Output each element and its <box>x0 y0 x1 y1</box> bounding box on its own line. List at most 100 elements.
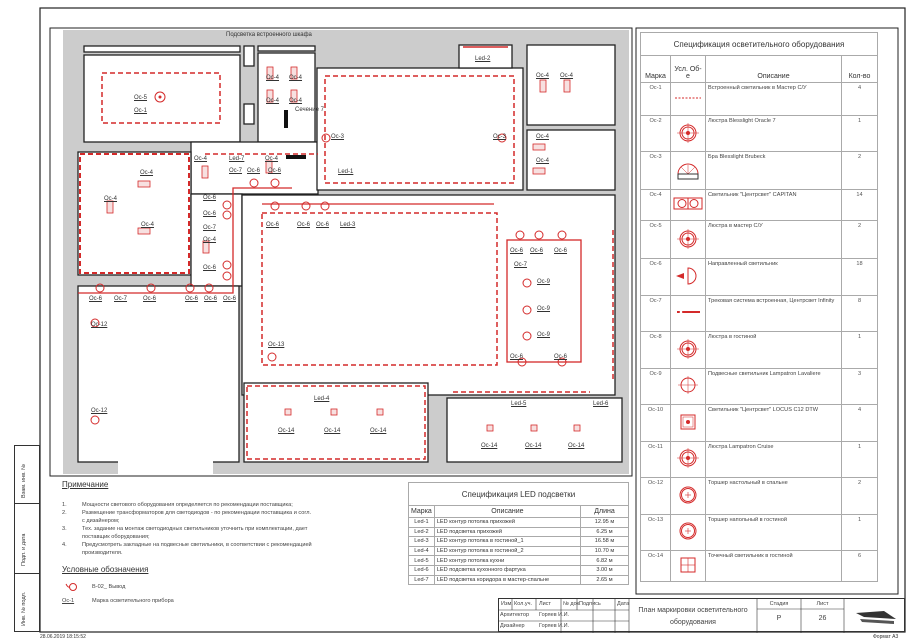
spec-qty: 1 <box>841 331 878 369</box>
pendant-light-icon <box>522 331 532 341</box>
note-text: Мощности светового оборудования определя… <box>82 502 293 508</box>
spec-mark: Ос-11 <box>640 440 671 478</box>
spec-symbol <box>670 258 706 296</box>
led-desc: LED подсветка прихожей <box>433 526 582 538</box>
tb-stage: Р <box>776 615 782 622</box>
wall-sconce-icon <box>677 163 699 179</box>
point-light-icon <box>573 424 581 432</box>
company-logo <box>856 611 896 624</box>
fixture-mark-label: Ос-4 <box>289 98 303 104</box>
spec-row: Ос-13 Торшер напольный в гостиной 1 <box>640 513 878 551</box>
spec-mark: Ос-13 <box>640 513 671 551</box>
panel-light-icon <box>201 165 209 179</box>
spec-symbol <box>670 550 706 582</box>
led-mark-label: Led-5 <box>511 401 527 407</box>
tb-sheet: 26 <box>818 615 827 622</box>
point-light-icon <box>376 408 384 416</box>
spec-symbol <box>670 82 706 116</box>
fixture-mark-label: Ос-5 <box>134 95 148 101</box>
fixture-mark-label: Ос-6 <box>185 296 199 302</box>
tb-name-designer: Горяев И.И. <box>539 623 570 629</box>
led-length: 12.95 м <box>580 517 629 528</box>
spot-light-icon <box>557 357 567 367</box>
outlet-icon <box>65 583 77 591</box>
spec-desc: Торшер напольный в гостиной <box>705 513 842 551</box>
spec-desc: Встроенный светильник в Мастер С/У <box>705 82 842 116</box>
notes-title: Примечание <box>62 480 109 489</box>
led-row: Led-4 LED контур потолка в гостиной_2 10… <box>408 545 629 557</box>
panel-light-icon <box>290 66 298 80</box>
spec-desc: Люстра в гостиной <box>705 331 842 369</box>
spec-symbol <box>670 331 706 369</box>
spec-symbol <box>670 404 706 442</box>
spot-light-icon <box>557 230 567 240</box>
led-mark-label: Led-4 <box>314 396 330 402</box>
led-bedroom2 <box>79 153 190 274</box>
spec-qty: 4 <box>841 82 878 116</box>
point-light-icon <box>486 424 494 432</box>
led-title: Спецификация LED подсветки <box>408 482 629 506</box>
legend-mark-sample: Ос-1 <box>62 598 75 604</box>
fixture-mark-label: Ос-14 <box>568 443 585 449</box>
spec-mark: Ос-4 <box>640 189 671 221</box>
fixture-mark-label: Ос-4 <box>266 75 280 81</box>
fixture-mark-label: Ос-12 <box>91 322 108 328</box>
spec-row: Ос-7 Трековая система встроенная, Центрс… <box>640 294 878 332</box>
col-mark: Марка <box>408 505 435 518</box>
room-master-bedroom <box>83 54 241 143</box>
fixture-mark-label: Ос-4 <box>536 158 550 164</box>
track-icon <box>677 310 700 314</box>
fixture-mark-label: Ос-6 <box>510 354 524 360</box>
tb-stage-label: Стадия <box>769 601 789 607</box>
led-3 <box>261 212 498 366</box>
led-length: 6.25 м <box>580 526 629 538</box>
fixture-mark-label: Ос-3 <box>493 134 507 140</box>
note-item: 4.Предусмотреть закладные на подвесные с… <box>62 541 312 557</box>
spec-desc: Трековая система встроенная, Центрсвет I… <box>705 294 842 332</box>
spot-light-icon <box>222 200 232 210</box>
spot-light-icon <box>301 201 311 211</box>
spec-symbol <box>670 440 706 478</box>
note-number: 1. <box>62 502 67 508</box>
fixture-mark-label: Ос-12 <box>91 408 108 414</box>
spec-qty: 2 <box>841 477 878 515</box>
tb-doc: № док. <box>563 601 581 607</box>
panel-light-icon <box>266 66 274 80</box>
tb-kol: Кол.уч. <box>514 601 533 607</box>
spec-mark: Ос-9 <box>640 367 671 405</box>
chandelier-dot-icon <box>677 228 699 249</box>
led-desc: LED контур потолка в гостиной_1 <box>433 536 582 547</box>
legend-section: Условные обозначения В-02_ Вывод Ос-1 Ма… <box>62 565 312 608</box>
spec-desc: Светильник "Центрсвет" LOCUS C12 DTW <box>705 404 842 442</box>
stamp-inv-orig: Инв. № подл. <box>21 591 27 626</box>
note-text: Предусмотреть закладные на подвесные све… <box>82 542 312 556</box>
spot-light-icon <box>222 210 232 220</box>
tb-izm: Изм. <box>501 601 513 607</box>
note-text: Тех. задание на монтаж светодиодных свет… <box>82 526 308 540</box>
spec-symbol <box>670 477 706 515</box>
spot-light-icon <box>517 357 527 367</box>
fixture-mark-label: Ос-7 <box>203 225 217 231</box>
spot-light-icon <box>270 178 280 188</box>
spot-light-icon <box>204 283 214 293</box>
spec-desc: Люстра Blesslight Oracle 7 <box>705 115 842 152</box>
sheet-frame <box>39 7 906 633</box>
spec-desc: Торшер настольный в спальне <box>705 477 842 515</box>
legend-title: Условные обозначения <box>62 565 149 574</box>
tb-date: Дата <box>617 601 630 607</box>
spec-frame <box>635 27 899 595</box>
spec-desc: Люстра Lampatron Cruise <box>705 440 842 478</box>
fixture-mark-label: Ос-6 <box>247 168 261 174</box>
legend-mark: Ос-1 Марка осветительного прибора <box>62 594 312 608</box>
led-row: Led-1 LED контур потолка прихожей 12.95 … <box>408 517 629 528</box>
spot-light-icon <box>185 283 195 293</box>
led-row: Led-7 LED подсветка коридора в мастер-сп… <box>408 574 629 586</box>
led-length: 3.00 м <box>580 564 629 576</box>
led-mark-label: Led-3 <box>340 222 356 228</box>
col-qty: Кол-во <box>841 55 878 83</box>
panel-light-icon <box>532 143 546 151</box>
spec-desc: Светильник "Центрсвет" CAPITAN <box>705 189 842 221</box>
spec-row: Ос-4 Светильник "Центрсвет" CAPITAN 14 <box>640 189 878 221</box>
spec-desc: Бра Blesslight Brubeck <box>705 151 842 190</box>
